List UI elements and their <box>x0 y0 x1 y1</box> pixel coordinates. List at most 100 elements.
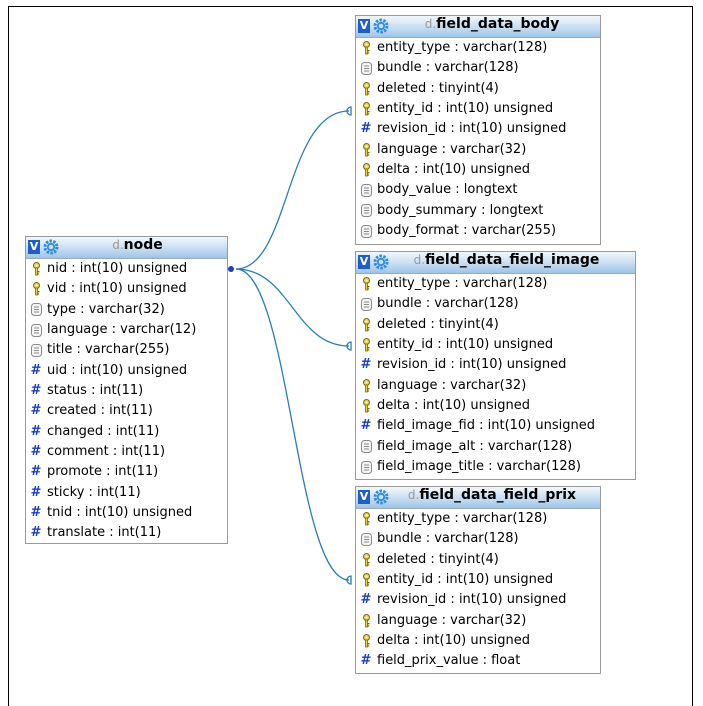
column-row[interactable]: body_format : varchar(255) <box>356 221 600 241</box>
database-prefix: d. <box>424 17 437 31</box>
column-row[interactable]: entity_type : varchar(128) <box>356 274 635 294</box>
column-row[interactable]: bundle : varchar(128) <box>356 529 600 549</box>
column-row[interactable]: field_image_title : varchar(128) <box>356 457 635 477</box>
table-header[interactable]: V d.node <box>26 237 227 259</box>
relation-line-node-prix <box>235 268 350 581</box>
text-field-icon <box>360 297 372 311</box>
collapse-toggle-icon[interactable]: V <box>28 240 40 254</box>
column-row[interactable]: entity_type : varchar(128) <box>356 509 600 529</box>
column-row[interactable]: type : varchar(32) <box>26 300 227 320</box>
table-title: d.field_data_field_prix <box>356 487 600 509</box>
collapse-toggle-icon[interactable]: V <box>358 19 370 33</box>
column-row[interactable]: language : varchar(32) <box>356 376 635 396</box>
column-row[interactable]: #status : int(11) <box>26 381 227 401</box>
table-title: d.field_data_body <box>356 16 600 38</box>
text-field-icon <box>30 303 42 317</box>
column-label: revision_id : int(10) unsigned <box>377 592 567 608</box>
column-row[interactable]: #tnid : int(10) unsigned <box>26 503 227 523</box>
key-icon <box>360 81 372 96</box>
column-row[interactable]: #promote : int(11) <box>26 462 227 482</box>
column-row[interactable]: #translate : int(11) <box>26 523 227 543</box>
column-label: deleted : tinyint(4) <box>377 316 499 332</box>
column-row[interactable]: body_summary : longtext <box>356 201 600 221</box>
column-row[interactable]: bundle : varchar(128) <box>356 58 600 78</box>
column-label: type : varchar(32) <box>47 301 165 317</box>
column-row[interactable]: deleted : tinyint(4) <box>356 550 600 570</box>
column-row[interactable]: language : varchar(32) <box>356 611 600 631</box>
column-row[interactable]: entity_id : int(10) unsigned <box>356 570 600 590</box>
column-row[interactable]: #revision_id : int(10) unsigned <box>356 355 635 375</box>
column-row[interactable]: title : varchar(255) <box>26 340 227 360</box>
text-field-icon <box>360 532 372 546</box>
key-icon <box>360 142 372 157</box>
key-icon <box>360 163 372 177</box>
column-list: entity_type : varchar(128)bundle : varch… <box>356 274 635 477</box>
gear-icon[interactable] <box>372 253 390 271</box>
table-header[interactable]: V d.field_data_field_prix <box>356 487 600 509</box>
column-row[interactable]: language : varchar(32) <box>356 140 600 160</box>
table-node[interactable]: V d.node nid : int(10) unsigned vid : int… <box>25 236 228 544</box>
numeric-field-icon: # <box>30 443 42 459</box>
column-row[interactable]: delta : int(10) unsigned <box>356 396 635 416</box>
text-field-icon <box>360 183 372 197</box>
column-row[interactable]: nid : int(10) unsigned <box>26 259 227 279</box>
column-row[interactable]: # comment : int(11) <box>26 442 227 462</box>
column-row[interactable]: language : varchar(12) <box>26 320 227 340</box>
column-row[interactable]: #field_image_fid : int(10) unsigned <box>356 416 635 436</box>
column-label: deleted : tinyint(4) <box>377 80 499 96</box>
relation-line-node-body <box>235 110 350 270</box>
column-row[interactable]: entity_type : varchar(128) <box>356 38 600 58</box>
column-row[interactable]: entity_id : int(10) unsigned <box>356 99 600 119</box>
table-title: d.field_data_field_image <box>356 252 635 274</box>
table-field-data-body[interactable]: V d.field_data_body entity_type : varcha… <box>355 15 601 245</box>
column-label: translate : int(11) <box>47 525 162 541</box>
column-row[interactable]: #created : int(11) <box>26 401 227 421</box>
column-row[interactable]: delta : int(10) unsigned <box>356 631 600 651</box>
column-label: comment : int(11) <box>47 443 166 459</box>
key-icon <box>360 512 372 526</box>
column-label: body_format : varchar(255) <box>377 222 557 238</box>
table-header[interactable]: V d.field_data_field_image <box>356 252 635 274</box>
column-row[interactable]: #sticky : int(11) <box>26 483 227 503</box>
column-list: nid : int(10) unsigned vid : int(10) unsi… <box>26 259 227 544</box>
column-row[interactable]: deleted : tinyint(4) <box>356 79 600 99</box>
column-row[interactable]: delta : int(10) unsigned <box>356 160 600 180</box>
column-label: uid : int(10) unsigned <box>47 362 188 378</box>
column-row[interactable]: #uid : int(10) unsigned <box>26 361 227 381</box>
column-row[interactable]: vid : int(10) unsigned <box>26 279 227 299</box>
table-header[interactable]: V d.field_data_body <box>356 16 600 38</box>
table-field-data-field-prix[interactable]: V d.field_data_field_prix entity_type : … <box>355 486 601 674</box>
column-label: changed : int(11) <box>47 423 160 439</box>
table-field-data-field-image[interactable]: V d.field_data_field_image entity_type :… <box>355 251 636 480</box>
table-name: field_data_field_image <box>425 252 600 268</box>
column-row[interactable]: #changed : int(11) <box>26 422 227 442</box>
gear-icon[interactable] <box>372 17 390 35</box>
column-label: body_summary : longtext <box>377 202 544 218</box>
database-prefix: d. <box>413 253 426 267</box>
key-icon <box>360 338 372 352</box>
column-row[interactable]: deleted : tinyint(4) <box>356 315 635 335</box>
database-prefix: d. <box>112 238 124 252</box>
column-row[interactable]: entity_id : int(10) unsigned <box>356 335 635 355</box>
collapse-toggle-icon[interactable]: V <box>358 255 370 269</box>
collapse-toggle-icon[interactable]: V <box>358 490 370 504</box>
gear-icon[interactable] <box>372 488 390 506</box>
numeric-field-icon: # <box>30 484 42 500</box>
column-label: field_image_alt : varchar(128) <box>377 438 573 454</box>
column-label: deleted : tinyint(4) <box>377 551 499 567</box>
column-label: nid : int(10) unsigned <box>47 261 188 276</box>
column-row[interactable]: #revision_id : int(10) unsigned <box>356 590 600 610</box>
column-label: body_value : longtext <box>377 182 518 198</box>
column-row[interactable]: #revision_id : int(10) unsigned <box>356 119 600 139</box>
column-label: delta : int(10) unsigned <box>377 632 530 648</box>
column-row[interactable]: body_value : longtext <box>356 180 600 200</box>
column-label: language : varchar(32) <box>377 377 527 393</box>
column-row[interactable]: field_image_alt : varchar(128) <box>356 437 635 457</box>
column-row[interactable]: bundle : varchar(128) <box>356 294 635 314</box>
text-field-icon <box>30 343 42 357</box>
column-label: field_image_fid : int(10) unsigned <box>377 418 595 434</box>
relation-anchor-node <box>228 266 234 272</box>
column-label: revision_id : int(10) unsigned <box>377 357 567 373</box>
column-row[interactable]: #field_prix_value : float <box>356 651 600 671</box>
gear-icon[interactable] <box>42 238 60 256</box>
